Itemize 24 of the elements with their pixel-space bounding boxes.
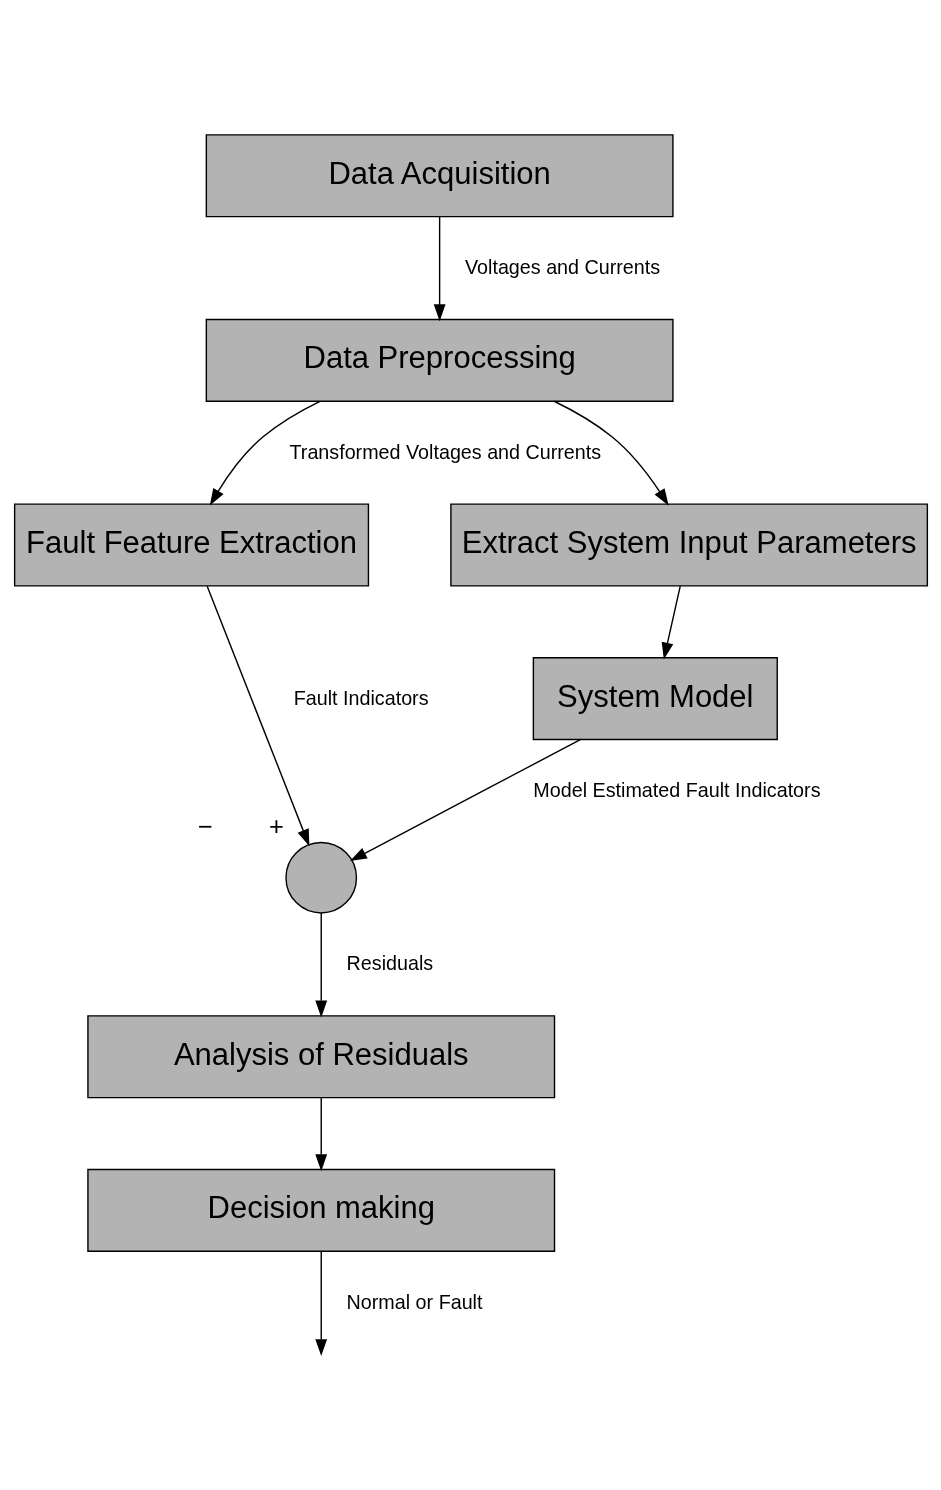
node-box: Analysis of Residuals <box>86 1015 555 1099</box>
edge-label: Model Estimated Fault Indicators <box>532 778 821 801</box>
node-box: Data Preprocessing <box>205 318 674 402</box>
edge-label: Transformed Voltages and Currents <box>289 440 601 463</box>
edge-label: Fault Indicators <box>293 686 429 709</box>
node-box: Decision making <box>86 1168 555 1252</box>
node-box: System Model <box>532 657 778 741</box>
node-label: − + <box>197 811 284 840</box>
arrow <box>349 738 581 862</box>
arrow <box>314 912 327 1018</box>
node-box: Data Acquisition <box>205 134 674 218</box>
node-box: Extract System Input Parameters <box>449 503 928 587</box>
arrow <box>209 400 321 506</box>
edge-label: Residuals <box>346 952 433 975</box>
arrow <box>314 1097 327 1172</box>
arrow <box>314 1250 327 1357</box>
edge-label: Voltages and Currents <box>464 255 660 278</box>
node-circle <box>284 841 357 914</box>
arrow <box>661 585 681 660</box>
edge-label: Normal or Fault <box>346 1290 482 1313</box>
arrow <box>553 400 669 506</box>
node-box: Fault Feature Extraction <box>13 503 369 587</box>
arrow <box>206 585 309 847</box>
arrow <box>433 216 446 322</box>
